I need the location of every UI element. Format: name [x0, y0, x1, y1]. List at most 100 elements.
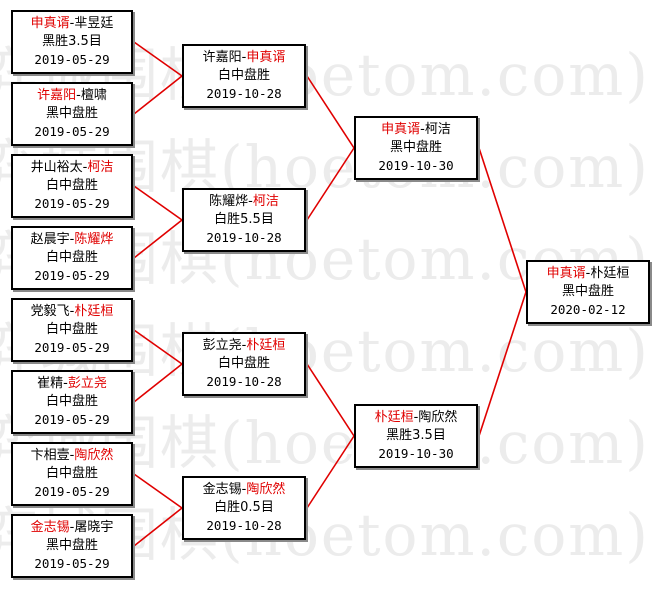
match-date: 2019-05-29	[34, 124, 110, 139]
player-name: 井山裕太	[30, 160, 83, 175]
match-date: 2019-05-29	[34, 268, 110, 283]
name-separator: -	[585, 266, 591, 281]
player-name: 党毅飞	[30, 304, 70, 319]
winner-name: 陶欣然	[74, 448, 114, 463]
name-separator: -	[413, 410, 419, 425]
name-separator: -	[69, 448, 75, 463]
name-separator: -	[63, 376, 68, 391]
match-players: 申真谞-柯洁	[356, 121, 476, 139]
match-result: 白中盘胜	[217, 68, 270, 83]
match-date: 2019-05-29	[34, 484, 110, 499]
name-separator: -	[69, 232, 75, 247]
player-name: 陈耀烨	[209, 194, 249, 209]
name-separator: -	[420, 122, 425, 137]
match-players: 许嘉阳-檀啸	[13, 87, 131, 105]
match-date: 2019-05-29	[34, 340, 110, 355]
name-separator: -	[248, 194, 253, 209]
winner-name: 许嘉阳	[37, 88, 77, 103]
match-result: 黑胜3.5目	[386, 428, 446, 443]
match-date: 2019-10-28	[206, 86, 282, 101]
player-name: 许嘉阳	[202, 50, 242, 65]
name-separator: -	[241, 338, 247, 353]
match-result: 黑中盘胜	[45, 106, 98, 121]
bracket-connector-line	[478, 147, 527, 293]
winner-name: 朴廷桓	[374, 410, 414, 425]
match-result: 白胜0.5目	[214, 500, 274, 515]
winner-name: 陶欣然	[246, 482, 286, 497]
match-result: 黑中盘胜	[45, 538, 98, 553]
winner-name: 柯洁	[87, 160, 114, 175]
match-players: 金志锡-陶欣然	[184, 481, 304, 499]
match-players: 申真谞-朴廷桓	[528, 265, 648, 283]
match-players: 陈耀烨-柯洁	[184, 193, 304, 211]
match-result: 白中盘胜	[45, 178, 98, 193]
match-date: 2019-05-29	[34, 412, 110, 427]
match-box: 卞相壹-陶欣然白中盘胜 2019-05-29	[11, 442, 133, 506]
name-separator: -	[69, 16, 75, 31]
match-players: 崔精-彭立尧	[13, 375, 131, 393]
player-name: 崔精	[37, 376, 64, 391]
bracket-connector-line	[306, 435, 355, 509]
match-date: 2019-05-29	[34, 196, 110, 211]
match-result: 白胜5.5目	[214, 212, 274, 227]
player-name: 彭立尧	[202, 338, 242, 353]
name-separator: -	[241, 50, 247, 65]
bracket-connector-line	[133, 185, 183, 221]
match-date: 2019-05-29	[34, 52, 110, 67]
match-players: 彭立尧-朴廷桓	[184, 337, 304, 355]
bracket-connector-line	[306, 363, 355, 437]
match-players: 申真谞-芈昱廷	[13, 15, 131, 33]
match-date: 2019-10-28	[206, 230, 282, 245]
match-box: 许嘉阳-檀啸黑中盘胜 2019-05-29	[11, 82, 133, 146]
match-date: 2019-10-30	[378, 158, 454, 173]
winner-name: 柯洁	[252, 194, 279, 209]
player-name: 金志锡	[202, 482, 242, 497]
winner-name: 朴廷桓	[246, 338, 286, 353]
winner-name: 金志锡	[30, 520, 70, 535]
match-players: 朴廷桓-陶欣然	[356, 409, 476, 427]
bracket-connector-line	[133, 507, 183, 547]
winner-name: 申真谞	[546, 266, 586, 281]
winner-name: 彭立尧	[67, 376, 107, 391]
bracket-connector-line	[133, 41, 183, 77]
winner-name: 申真谞	[381, 122, 421, 137]
player-name: 陶欣然	[418, 410, 458, 425]
winner-name: 朴廷桓	[74, 304, 114, 319]
player-name: 赵晨宇	[30, 232, 70, 247]
player-name: 芈昱廷	[74, 16, 114, 31]
winner-name: 申真谞	[30, 16, 70, 31]
match-date: 2020-02-12	[550, 302, 626, 317]
player-name: 朴廷桓	[590, 266, 630, 281]
winner-name: 申真谞	[246, 50, 286, 65]
player-name: 屠晓宇	[74, 520, 114, 535]
match-players: 党毅飞-朴廷桓	[13, 303, 131, 321]
match-result: 白中盘胜	[217, 356, 270, 371]
bracket-connector-line	[133, 473, 183, 509]
match-players: 赵晨宇-陈耀烨	[13, 231, 131, 249]
bracket-connector-line	[133, 363, 183, 403]
match-players: 井山裕太-柯洁	[13, 159, 131, 177]
name-separator: -	[69, 520, 75, 535]
name-separator: -	[69, 304, 75, 319]
match-result: 白中盘胜	[45, 466, 98, 481]
match-result: 黑胜3.5目	[42, 34, 102, 49]
name-separator: -	[241, 482, 247, 497]
name-separator: -	[82, 160, 88, 175]
match-players: 许嘉阳-申真谞	[184, 49, 304, 67]
player-name: 柯洁	[424, 122, 451, 137]
bracket-connector-line	[133, 75, 183, 115]
match-date: 2019-10-30	[378, 446, 454, 461]
match-players: 卞相壹-陶欣然	[13, 447, 131, 465]
